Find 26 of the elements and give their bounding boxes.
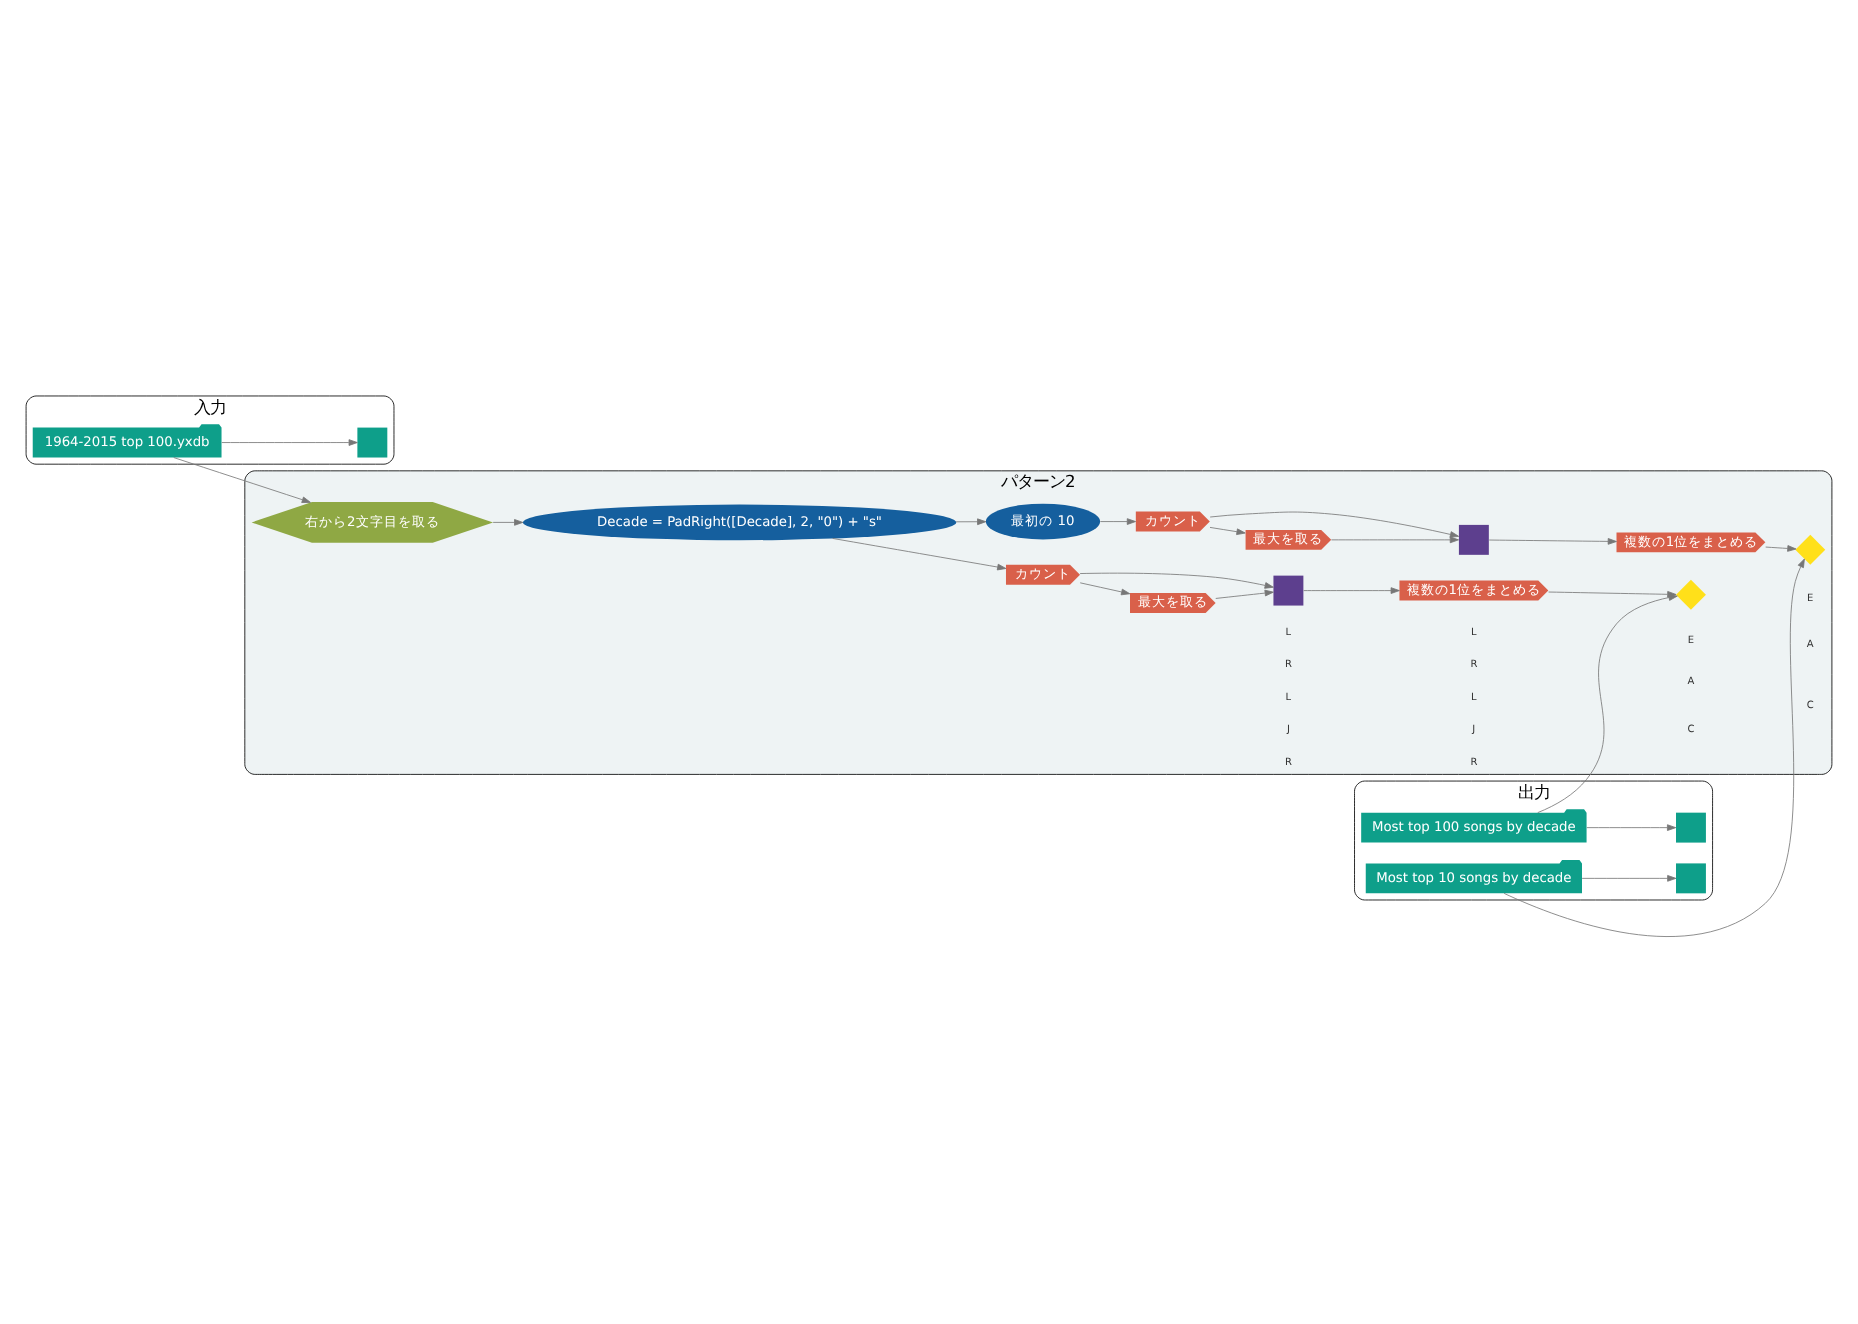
arrow [1581,874,1677,881]
arrow [1215,588,1274,598]
arrow [1209,526,1246,535]
node-box [1273,574,1304,605]
arrow [1303,586,1400,593]
arrow [955,517,987,525]
arrow [1765,544,1797,551]
node-box [1676,811,1706,842]
arrow [1331,535,1459,543]
node-diamond [1795,533,1826,564]
node-box [357,426,388,457]
arrow [1548,590,1677,597]
arrow [1586,823,1677,830]
arrow [1079,571,1274,588]
arrow [832,537,1007,570]
node-box [1676,862,1706,893]
arrow [1503,557,1805,936]
arrow [1100,517,1136,524]
arrow [492,518,524,525]
arrow [1209,510,1460,537]
arrow [221,438,358,445]
node-diamond [1676,578,1706,609]
arrow [1079,581,1131,595]
arrow [173,456,311,502]
arrow [1488,537,1617,544]
node-box [1458,523,1489,554]
